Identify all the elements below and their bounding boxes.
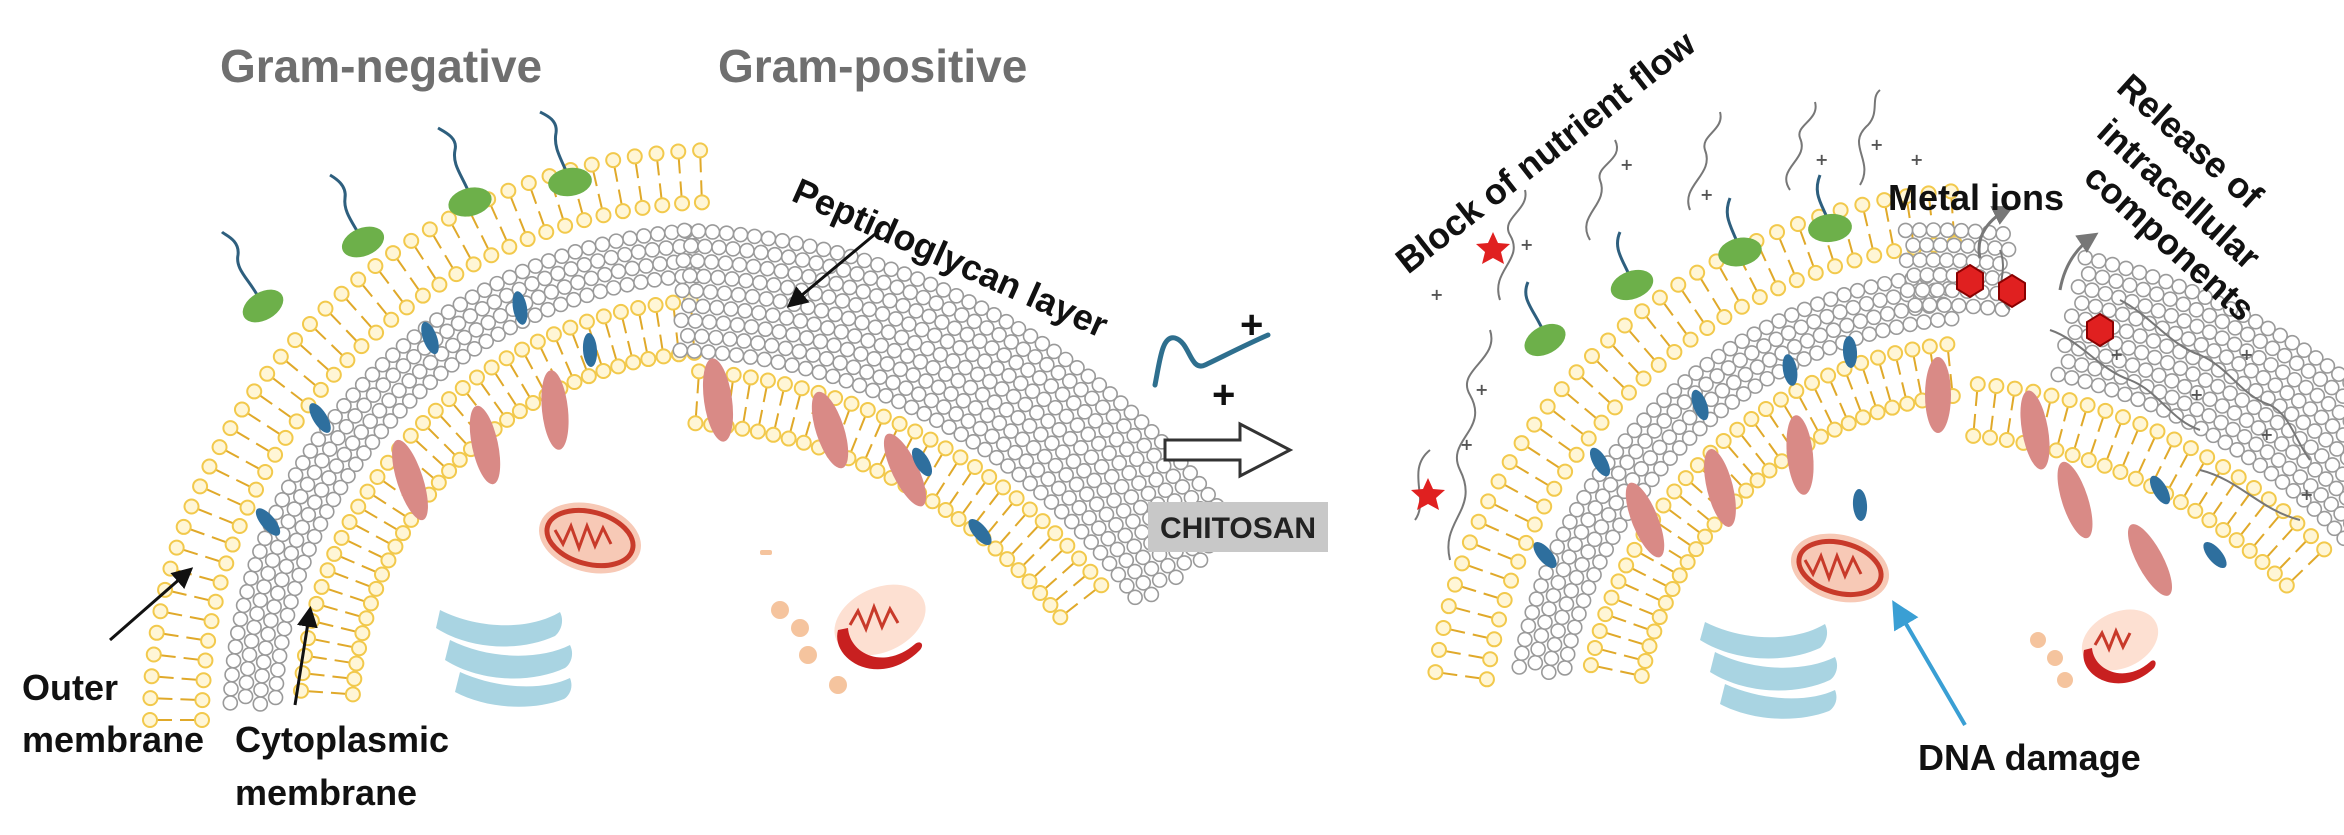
metal-ion-hexagons <box>1956 263 2114 348</box>
treated-cell-surface: + + + + + + + + + + + + + + <box>1411 89 2313 561</box>
gram-negative-proteins <box>255 291 598 536</box>
treatment-arrow <box>1163 421 1294 479</box>
dna-damage-arrow <box>1892 600 1967 727</box>
svg-text:+: + <box>2240 345 2253 364</box>
gram-negative-cytoplasmic-membrane <box>293 293 703 703</box>
svg-text:+: + <box>1910 150 1923 169</box>
gram-negative-golgi <box>436 610 573 707</box>
svg-text:+: + <box>2260 425 2273 444</box>
gram-negative-porins <box>220 110 592 323</box>
chitosan-label: CHITOSAN <box>1160 512 1316 545</box>
svg-text:+: + <box>1700 185 1713 204</box>
gram-negative-peptidoglycan <box>222 223 704 712</box>
svg-text:+: + <box>1870 135 1883 154</box>
svg-text:+: + <box>1460 435 1473 454</box>
gram-positive-proteins <box>702 358 992 546</box>
label-outer-membrane-1: Outer <box>22 667 118 708</box>
gram-positive-mitochondrion <box>834 584 926 670</box>
label-dna-damage: DNA damage <box>1918 737 2141 778</box>
gram-negative-outer-membrane <box>142 142 710 728</box>
treated-golgi <box>1700 622 1838 719</box>
svg-text:+: + <box>1475 380 1488 399</box>
treated-peptidoglycan <box>1511 266 1960 681</box>
svg-text:+: + <box>2110 345 2123 364</box>
treated-positive-peptidoglycan-left <box>1897 222 2017 317</box>
treated-mitochondrion-damaged <box>1790 533 1890 603</box>
chitosan-plus-top: + <box>1240 303 1263 347</box>
label-cytoplasmic-2: membrane <box>235 772 417 813</box>
label-cytoplasmic-1: Cytoplasmic <box>235 719 449 760</box>
svg-text:+: + <box>1620 155 1633 174</box>
label-block-nutrient-flow: Block of nutrient flow <box>1388 22 1704 281</box>
release-arrows <box>1977 206 2099 291</box>
chitosan-molecule-icon <box>1152 332 1271 388</box>
title-gram-positive: Gram-positive <box>718 40 1027 92</box>
gram-negative-mitochondrion <box>539 502 641 574</box>
gram-positive-ribosomes <box>760 550 847 694</box>
title-gram-negative: Gram-negative <box>220 40 542 92</box>
label-arrows <box>109 228 881 706</box>
svg-text:+: + <box>2190 385 2203 404</box>
label-outer-membrane-2: membrane <box>22 719 204 760</box>
label-metal-ions: Metal ions <box>1888 177 2064 218</box>
chitosan-plus-bottom: + <box>1212 373 1235 417</box>
treated-cell-proteins <box>1533 336 2227 596</box>
svg-text:+: + <box>1430 285 1443 304</box>
svg-text:+: + <box>1815 150 1828 169</box>
chitosan-box <box>1148 502 1328 552</box>
treated-positive-mitochondrion <box>2081 609 2159 684</box>
svg-text:+: + <box>1520 235 1533 254</box>
treated-ribosomes <box>2030 632 2073 688</box>
svg-text:+: + <box>2300 485 2313 504</box>
